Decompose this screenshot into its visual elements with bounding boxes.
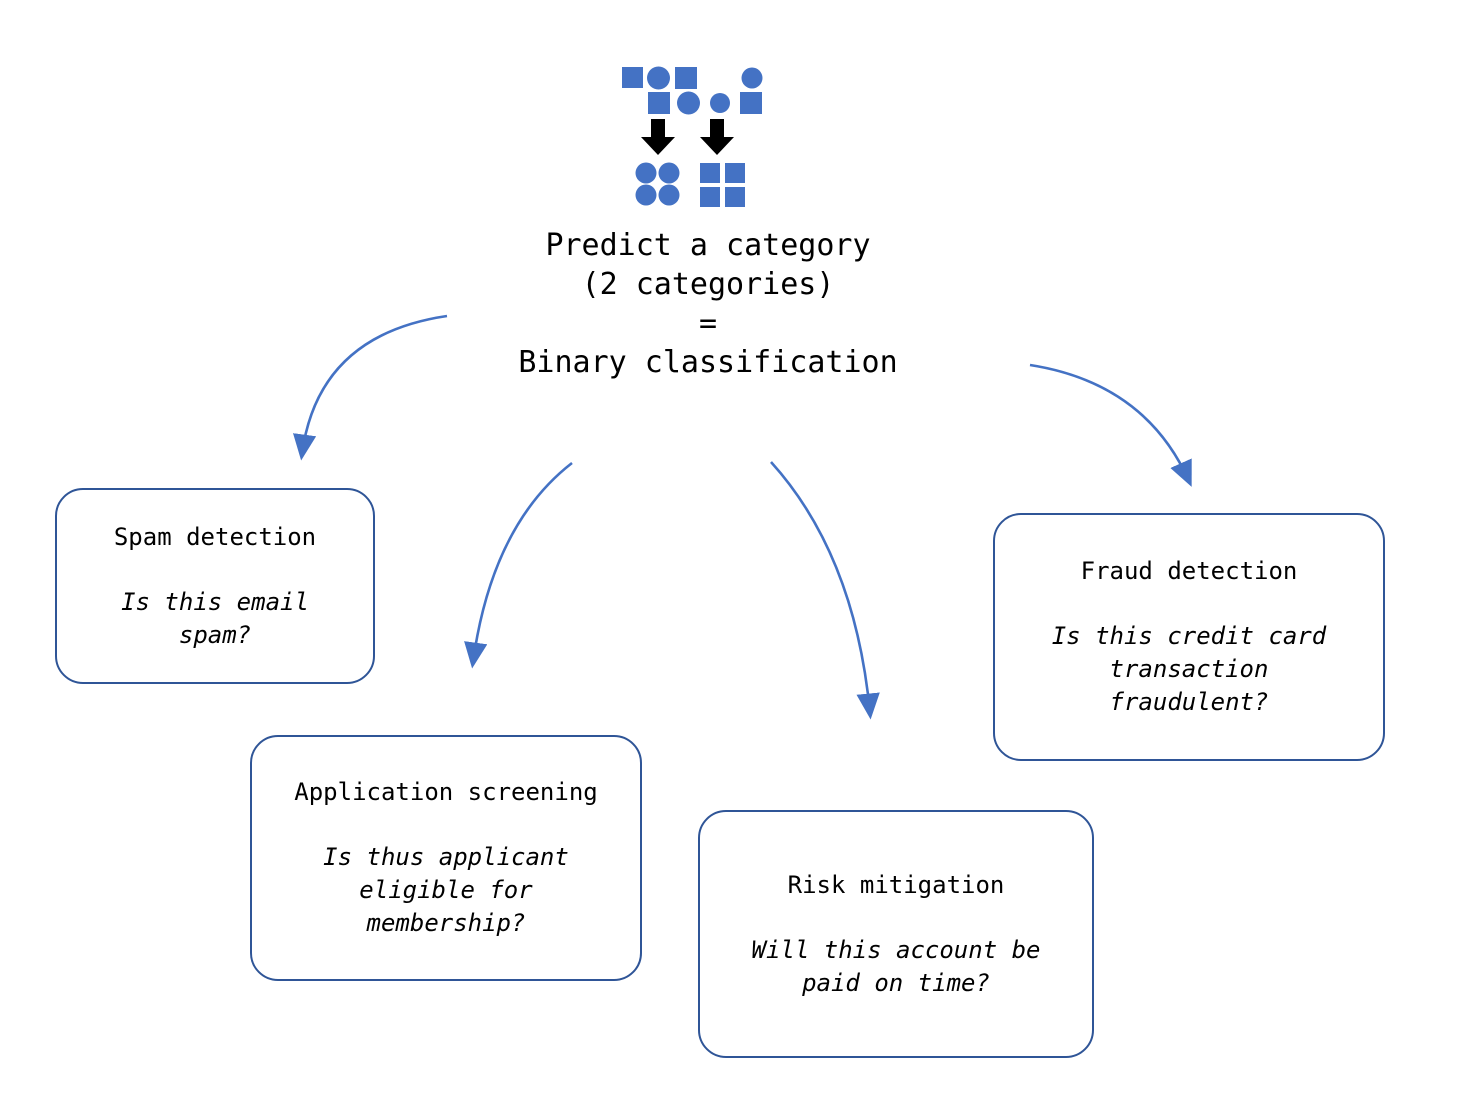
diagram-title: Predict a category (2 categories) = Bina…: [398, 226, 1018, 382]
case-box-risk-mitigation: Risk mitigation Will this account be pai…: [698, 810, 1094, 1058]
box-question: Is this credit card transaction fraudule…: [1051, 622, 1327, 716]
case-box-fraud-detection: Fraud detection Is this credit card tran…: [993, 513, 1385, 761]
title-line: =: [698, 306, 718, 341]
box-title: Application screening: [294, 778, 598, 806]
box-question: Is thus applicant eligible for membershi…: [323, 843, 569, 937]
binary-classification-icon: [615, 62, 765, 210]
box-question: Is this email spam?: [121, 587, 309, 649]
arrow-to-fraud-detection: [1029, 363, 1192, 487]
title-line: Predict a category: [545, 228, 871, 263]
title-line: (2 categories): [581, 267, 835, 302]
classification-icon-graphic: [622, 66, 763, 207]
sort-arrow-left-icon: [641, 119, 675, 155]
box-title: Fraud detection: [1080, 557, 1298, 585]
arrow-to-risk-mitigation: [770, 461, 880, 720]
box-title: Risk mitigation: [787, 870, 1005, 899]
box-title: Spam detection: [113, 522, 317, 551]
case-box-application-screening: Application screening Is thus applicant …: [250, 735, 642, 981]
title-line: Binary classification: [518, 345, 898, 380]
case-box-spam-detection: Spam detection Is this email spam?: [55, 488, 375, 684]
sort-arrow-right-icon: [700, 119, 734, 155]
box-question: Will this account be paid on time?: [751, 935, 1041, 997]
arrow-to-application-screening: [464, 461, 573, 669]
